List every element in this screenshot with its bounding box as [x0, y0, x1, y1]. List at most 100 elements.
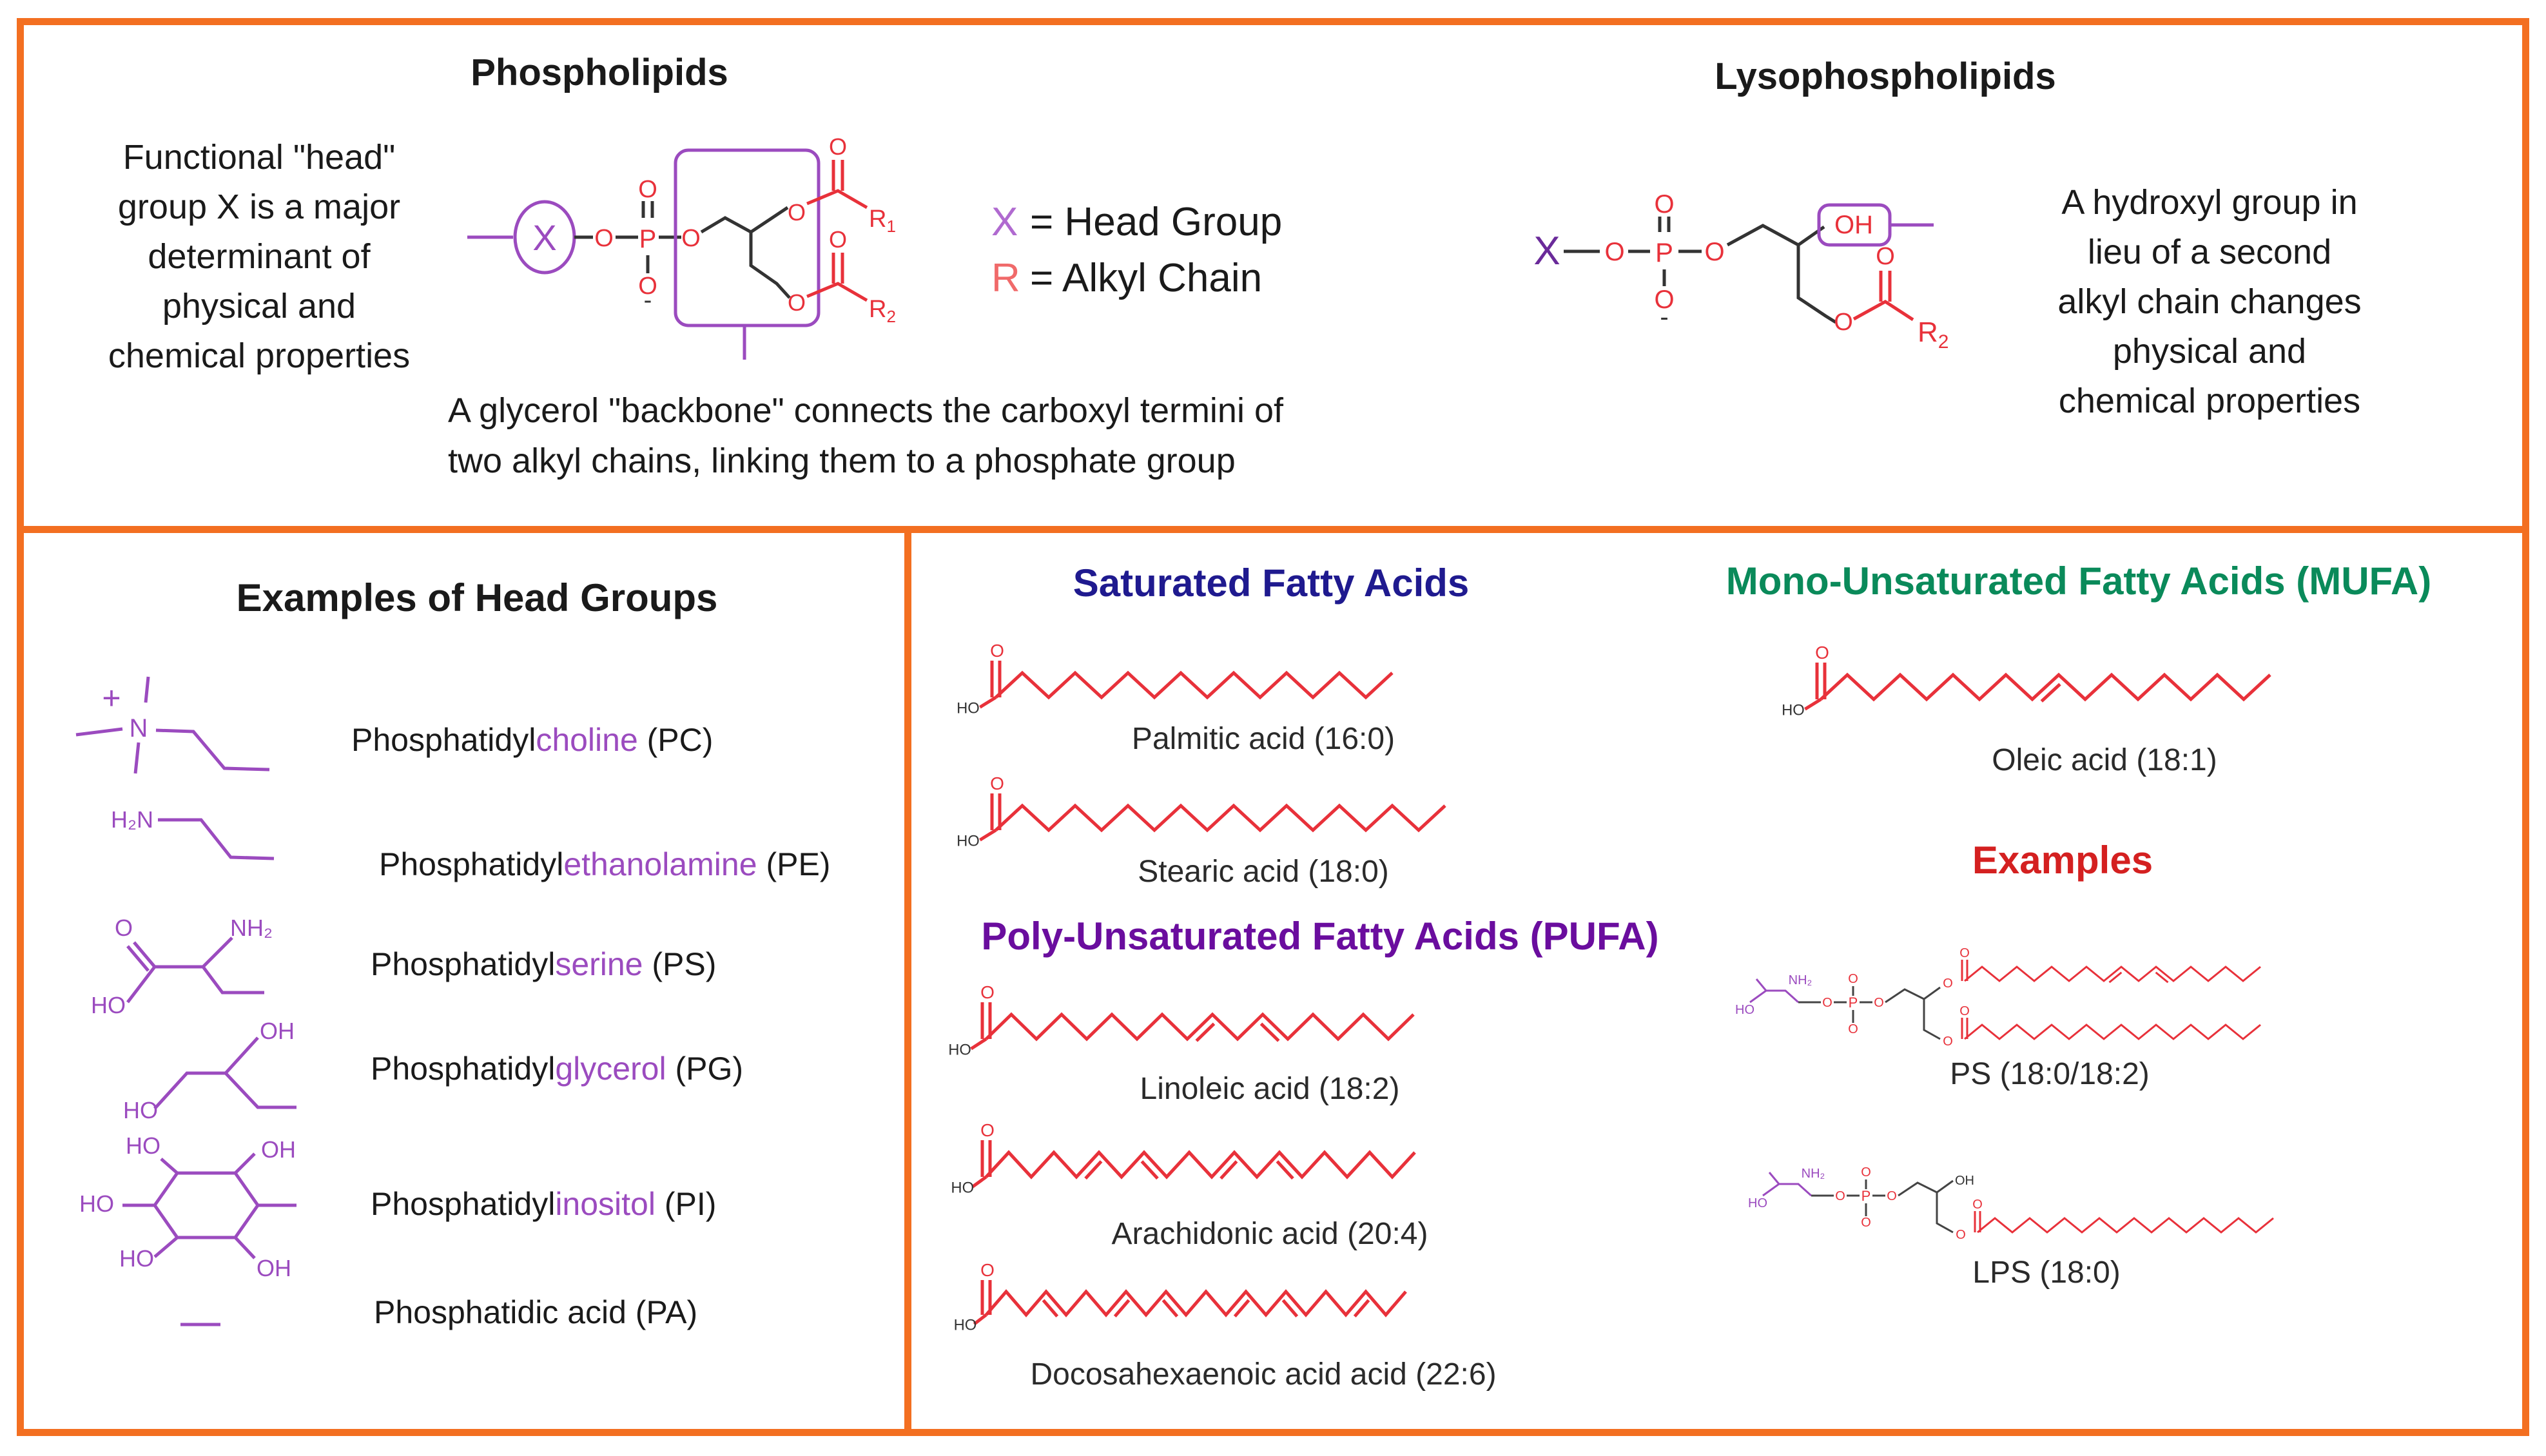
glycerol-note-line: two alkyl chains, linking them to a phos… [448, 442, 1236, 480]
o-atom: O [1654, 190, 1674, 218]
charge-minus: - [644, 287, 652, 314]
double-bond [1353, 1299, 1370, 1318]
palmitic-label: Palmitic acid (16:0) [1132, 722, 1395, 756]
double-bond [1042, 1299, 1059, 1318]
nh2-atom: NH₂ [1789, 973, 1812, 987]
o-atom: O [1956, 1228, 1966, 1242]
r2-label: R2 [1918, 316, 1948, 353]
lyso-note: A hydroxyl group in lieu of a second alk… [2057, 183, 2361, 420]
serine-carbonyl [1755, 978, 1767, 991]
o-atom: O [594, 225, 614, 252]
ho-atom: HO [1782, 702, 1805, 719]
double-bond [1084, 1160, 1103, 1180]
glycerol-note-line: A glycerol "backbone" connects the carbo… [448, 391, 1284, 430]
o-atom: O [829, 133, 847, 160]
head-group-label-pa: Phosphatidic acid (PA) [374, 1294, 697, 1330]
ho-atom: HO [957, 700, 980, 717]
ps-example-label: PS (18:0/18:2) [1950, 1057, 2150, 1091]
hydroxyl-bond [971, 1175, 987, 1189]
glycerol-box [674, 148, 821, 327]
dha-structure: OHO [954, 1260, 1407, 1334]
linoleic-acid-structure: OHO [948, 982, 1415, 1059]
head-group-label-pi: Phosphatidylinositol (PI) [371, 1186, 716, 1222]
lyso-note-line: alkyl chain changes [2057, 282, 2361, 321]
double-bond [1233, 1299, 1250, 1318]
lysophospholipids-title: Lysophospholipids [1715, 55, 2056, 97]
o-atom: O [1876, 243, 1895, 270]
glycerol-bond [1936, 1192, 1954, 1234]
head-group-label-ps: Phosphatidylserine (PS) [371, 946, 716, 982]
serine-bond [1749, 989, 1800, 1004]
carbon-chain [985, 1150, 1416, 1179]
carbon-chain [995, 803, 1446, 833]
x-atom: X [1533, 229, 1560, 273]
o-atom: O [1604, 238, 1624, 266]
carbon-chain [1820, 672, 2271, 702]
lyso-note-line: lieu of a second [2088, 233, 2331, 271]
oh-atom: OH [257, 1255, 291, 1281]
o-atom: O [788, 289, 806, 316]
glycerol-note: A glycerol "backbone" connects the carbo… [448, 391, 1284, 480]
p-atom: P [1849, 995, 1858, 1011]
o-atom: O [1848, 972, 1858, 986]
o-atom: O [1704, 238, 1724, 266]
mufa-title: Mono-Unsaturated Fatty Acids (MUFA) [1726, 559, 2431, 603]
palmitic-acid-structure: O HO [957, 641, 1394, 717]
ho-atom: HO [123, 1097, 158, 1123]
head-group-label-pg: Phosphatidylglycerol (PG) [371, 1051, 743, 1087]
double-bond [1220, 1160, 1238, 1180]
glycerol-bond [1898, 1179, 1954, 1197]
h2n-atom: H₂N [111, 806, 153, 833]
plus-charge: + [102, 680, 121, 716]
o-atom: O [1959, 946, 1970, 960]
head-groups-title: Examples of Head Groups [237, 576, 718, 619]
arachidonic-label: Arachidonic acid (20:4) [1112, 1217, 1428, 1251]
linoleic-label: Linoleic acid (18:2) [1140, 1072, 1400, 1106]
charge-minus: - [1660, 303, 1668, 331]
double-bond [1113, 1299, 1131, 1318]
glycerol-head-structure: OH HO [123, 1018, 296, 1123]
legend-r-symbol: R [991, 256, 1020, 300]
lyso-note-line: A hydroxyl group in [2061, 183, 2357, 222]
carbon-chain [985, 1012, 1415, 1042]
fatty-acid-labels: Palmitic acid (16:0) Stearic acid (18:0)… [1030, 722, 2217, 1392]
o-atom: O [990, 641, 1004, 661]
o-atom: O [1834, 309, 1853, 336]
nh2-atom: NH₂ [230, 915, 273, 941]
double-bond [1195, 1022, 1216, 1042]
r2-label: R2 [869, 296, 896, 326]
double-bond [2108, 971, 2123, 984]
phospholipids-title: Phospholipids [471, 52, 728, 93]
carbon-chain [985, 1289, 1407, 1317]
oh-atom: OH [260, 1018, 295, 1044]
serine-bond [1762, 1183, 1812, 1197]
p-atom: P [1655, 237, 1673, 267]
head-group-label-pe: Phosphatidylethanolamine (PE) [379, 846, 830, 882]
ho-atom: HO [79, 1190, 114, 1217]
lyso-note-line: chemical properties [2059, 382, 2360, 420]
o-atom: O [1835, 1189, 1845, 1203]
head-group-labels: Phosphatidylcholine (PC) Phosphatidyleth… [351, 722, 830, 1330]
o-atom: O [638, 176, 657, 203]
ho-atom: HO [1735, 1003, 1754, 1017]
n-atom: N [130, 714, 148, 743]
phospholipid-structure-panel [17, 18, 2529, 534]
hydroxyl-bond [1804, 697, 1822, 711]
oh-atom: OH [261, 1136, 296, 1163]
o-atom: O [1815, 643, 1829, 663]
serine-structure: O NH₂ HO [91, 915, 273, 1018]
lysophospholipid-structure: X O P O O - O OH O [1533, 190, 1948, 353]
legend-r-text: = Alkyl Chain [1030, 256, 1262, 300]
o-atom: O [990, 773, 1004, 793]
double-bond [1140, 1160, 1159, 1180]
o-atom: O [1861, 1165, 1871, 1179]
x-atom: X [532, 217, 556, 258]
o-atom: O [1654, 286, 1674, 314]
nh2-atom: NH₂ [1802, 1167, 1825, 1181]
